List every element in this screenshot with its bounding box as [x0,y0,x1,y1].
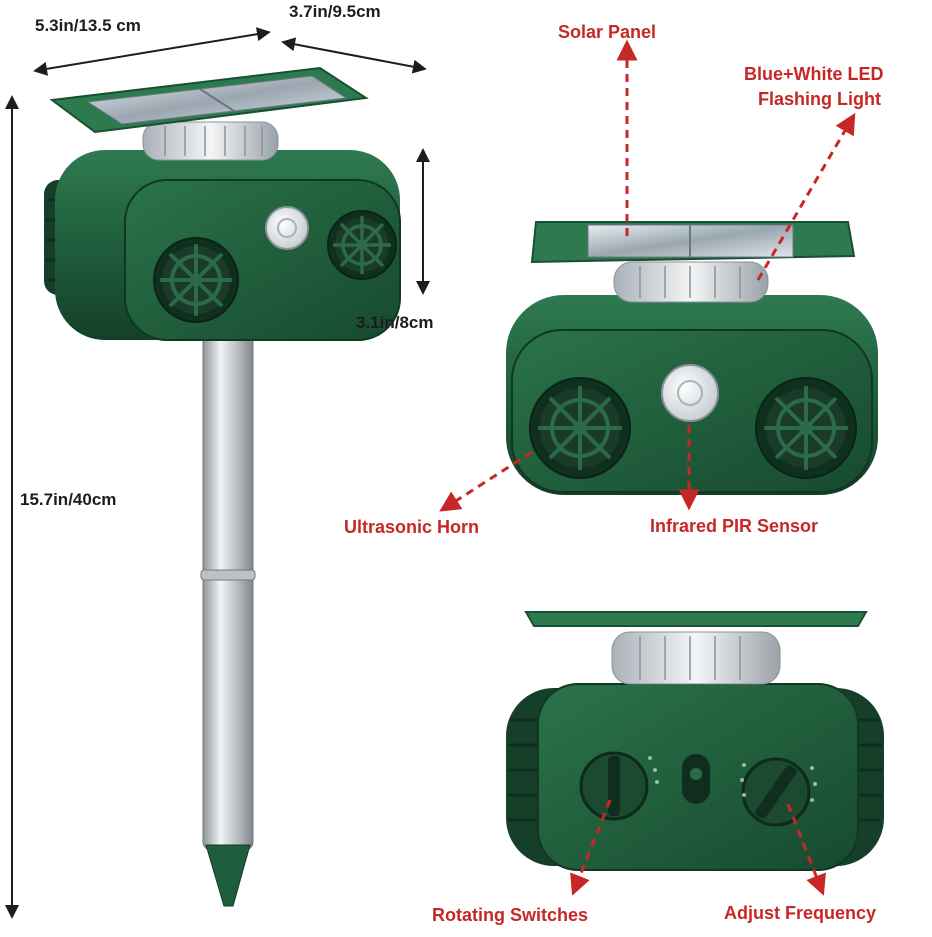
device-back-view [506,611,884,871]
dimension-arrows [5,27,430,919]
length-label: 5.3in/13.5 cm [35,16,141,35]
pir-sensor-dome [265,206,309,250]
led-callout-line2: Flashing Light [758,89,881,109]
rotating-switch-left [579,751,649,821]
adjust-frequency-callout: Adjust Frequency [724,903,877,923]
pole-joint [200,569,256,581]
device-front-view [506,221,878,495]
width-arrow [281,37,427,74]
stake-spike [205,844,251,907]
total-height-label: 15.7in/40cm [20,490,117,509]
speaker-left [153,237,239,323]
speaker-right [327,210,397,280]
width-label: 3.7in/9.5cm [289,2,381,21]
length-arrow [33,27,271,76]
rotating-switches-callout: Rotating Switches [432,905,589,925]
callout-arrows [439,39,856,896]
stake-pole [202,329,254,851]
body-height-label: 3.1in/8cm [356,313,434,332]
led-ring [142,121,279,161]
horn-arrow [439,450,533,512]
device-full-view [44,66,401,907]
front-speaker-left [529,377,631,479]
front-speaker-right [755,377,857,479]
led-arrow [756,112,856,281]
ultrasonic-horn-callout: Ultrasonic Horn [344,517,480,537]
switch-arrow [570,799,612,896]
rotating-switch-right [741,757,811,827]
front-pir-dome [661,364,719,422]
pir-sensor-callout: Infrared PIR Sensor [650,516,819,536]
solar-panel-callout: Solar Panel [558,22,657,42]
frequency-arrow [786,803,826,896]
led-callout-line1: Blue+White LED [744,64,884,84]
